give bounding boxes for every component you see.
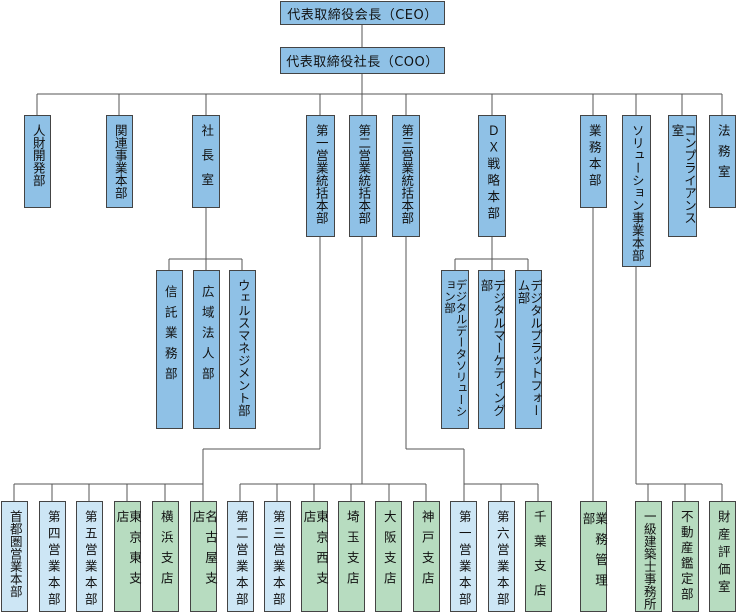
unit-sales-hq-3: 第三営業本部 [264,501,291,612]
dept-hr-development: 人財開発部 [24,115,51,208]
dept-presidents-office: 社長室 [192,115,220,208]
dept-sales-division-1: 第一営業統括本部 [306,115,335,237]
unit-sales-hq-1: 第一営業本部 [450,501,477,612]
unit-digital-marketing: デジタルマーケティング部 [478,270,506,429]
dept-sales-division-3: 第三営業統括本部 [392,115,420,237]
dept-operations: 業務本部 [580,115,607,208]
unit-property-valuation-office: 財産評価室 [709,501,736,612]
unit-wide-area-corporate: 広域法人部 [193,270,220,429]
unit-first-class-architect-office: 一級建築士事務所 [635,501,662,612]
unit-metropolitan-sales: 首都圏営業本部 [1,501,28,612]
unit-yokohama-branch: 横浜支店 [152,501,179,612]
unit-digital-data-solution: デジタルデータソリューション部 [441,270,469,429]
unit-nagoya-branch: 名古屋支店 [190,501,218,612]
dept-compliance-office: コンプライアンス室 [668,115,697,237]
dept-dx-strategy: ＤＸ戦略本部 [478,115,506,237]
dept-sales-division-2: 第二営業統括本部 [349,115,377,237]
unit-sales-hq-5: 第五営業本部 [76,501,103,612]
unit-sales-hq-6: 第六営業本部 [488,501,515,612]
unit-sales-hq-4: 第四営業本部 [39,501,66,612]
dept-solution-business: ソリューション事業本部 [622,115,651,267]
unit-tokyo-west-branch: 東京西支店 [301,501,329,612]
coo-box: 代表取締役社長（COO） [280,47,445,74]
unit-saitama-branch: 埼玉支店 [338,501,365,612]
unit-operations-management: 業務管理部 [580,501,608,612]
unit-kobe-branch: 神戸支店 [413,501,440,612]
ceo-box: 代表取締役会長（CEO） [280,1,445,25]
dept-legal-office: 法務室 [709,115,736,208]
unit-trust-business: 信託業務部 [156,270,183,429]
unit-sales-hq-2: 第二営業本部 [227,501,254,612]
unit-osaka-branch: 大阪支店 [375,501,402,612]
dept-related-business: 関連事業本部 [106,115,133,208]
unit-real-estate-appraisal: 不動産鑑定部 [672,501,699,612]
unit-digital-platform: デジタルプラットフォーム部 [515,270,543,429]
unit-tokyo-east-branch: 東京東支店 [114,501,142,612]
unit-wealth-management: ウェルスマネジメント部 [229,270,256,429]
unit-chiba-branch: 千葉支店 [525,501,552,612]
